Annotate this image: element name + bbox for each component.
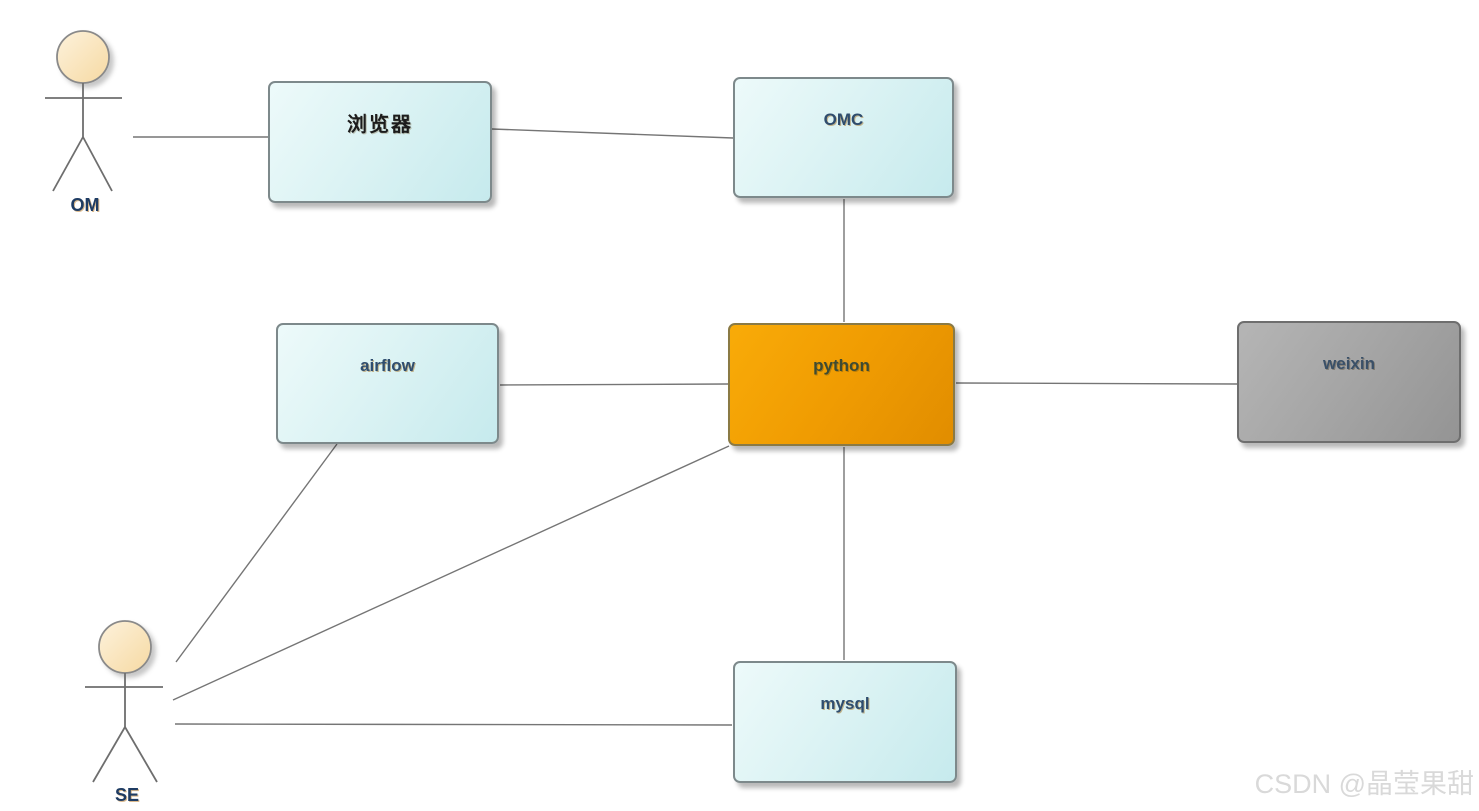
- actor-om-figure: [45, 30, 122, 192]
- edge-SE-airflow: [175, 443, 338, 663]
- node-python: python: [728, 323, 955, 446]
- actor-om-label: OM: [70, 195, 100, 215]
- actor-se-head: [98, 620, 152, 674]
- node-airflow: airflow: [276, 323, 499, 444]
- edge-SE-python: [172, 445, 730, 701]
- node-omc-label: OMC: [823, 110, 864, 129]
- watermark-text: CSDN @晶莹果甜: [1254, 769, 1474, 799]
- actor-se-label: SE: [114, 785, 139, 805]
- edge-浏览器-OMC: [491, 128, 734, 139]
- edge-SE-mysql: [174, 723, 733, 726]
- node-weixin-label: weixin: [1323, 354, 1375, 373]
- edge-python-weixin: [955, 382, 1238, 385]
- node-mysql-label: mysql: [820, 694, 870, 713]
- node-weixin: weixin: [1237, 321, 1461, 443]
- actor-se-figure: [85, 620, 163, 783]
- node-omc: OMC: [733, 77, 954, 198]
- actor-om-head: [56, 30, 110, 84]
- node-airflow-label: airflow: [360, 356, 415, 375]
- node-browser: 浏览器: [268, 81, 492, 203]
- node-browser-label: 浏览器: [347, 114, 413, 136]
- node-mysql: mysql: [733, 661, 957, 783]
- node-python-label: python: [813, 356, 870, 375]
- edge-airflow-python: [499, 383, 729, 386]
